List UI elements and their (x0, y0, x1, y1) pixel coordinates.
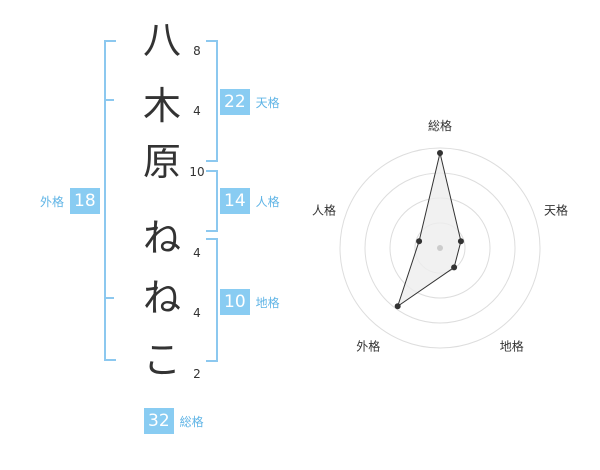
radar-axis-label-3: 地格 (500, 339, 524, 354)
name-char-6: こ (142, 338, 181, 382)
gaikaku-bracket (104, 40, 116, 361)
tenkaku-badge: 22 天格 (220, 89, 280, 115)
gaikaku-label: 外格 (40, 194, 65, 209)
bracket-tick (104, 297, 114, 299)
stroke-count-5: 4 (193, 306, 201, 320)
radar-axis-label-2: 天格 (544, 202, 568, 217)
stroke-count-2: 4 (193, 104, 201, 118)
stroke-count-3: 10 (189, 165, 205, 179)
stroke-count-4: 4 (193, 246, 201, 260)
gaikaku-value: 18 (70, 188, 100, 214)
stroke-count-6: 2 (193, 367, 201, 381)
radar-polygon (396, 152, 462, 308)
gaikaku-badge: 外格 18 (40, 188, 100, 214)
soukaku-label: 総格 (179, 414, 204, 429)
name-char-5: ね (142, 276, 181, 320)
name-char-2: 木 (142, 84, 181, 128)
name-char-3: 原 (142, 140, 181, 184)
soukaku-value: 32 (144, 408, 174, 434)
jinkaku-badge: 14 人格 (220, 188, 280, 214)
name-char-4: ね (142, 216, 181, 260)
bracket-tick (104, 99, 114, 101)
name-char-1: 八 (142, 18, 181, 62)
radar-point-2 (457, 238, 464, 245)
jinkaku-bracket (206, 170, 218, 232)
tenkaku-bracket (206, 40, 218, 162)
soukaku-badge: 32 総格 (144, 408, 204, 434)
chikaku-bracket (206, 238, 218, 362)
radar-point-5 (416, 238, 423, 245)
chikaku-value: 10 (220, 289, 250, 315)
radar-axis-label-4: 外格 (356, 339, 380, 354)
tenkaku-value: 22 (220, 89, 250, 115)
stroke-count-1: 8 (193, 44, 201, 58)
radar-ring (339, 147, 541, 349)
jinkaku-value: 14 (220, 188, 250, 214)
radar-axis-label-5: 人格 (312, 202, 336, 217)
radar-point-1 (437, 150, 443, 156)
radar-center-dot (437, 245, 443, 251)
jinkaku-label: 人格 (255, 194, 280, 209)
radar-axis-label-1: 総格 (428, 118, 452, 133)
tenkaku-label: 天格 (255, 95, 280, 110)
chikaku-label: 地格 (255, 295, 280, 310)
chikaku-badge: 10 地格 (220, 289, 280, 315)
radar-point-4 (394, 303, 401, 310)
radar-point-3 (451, 264, 458, 271)
